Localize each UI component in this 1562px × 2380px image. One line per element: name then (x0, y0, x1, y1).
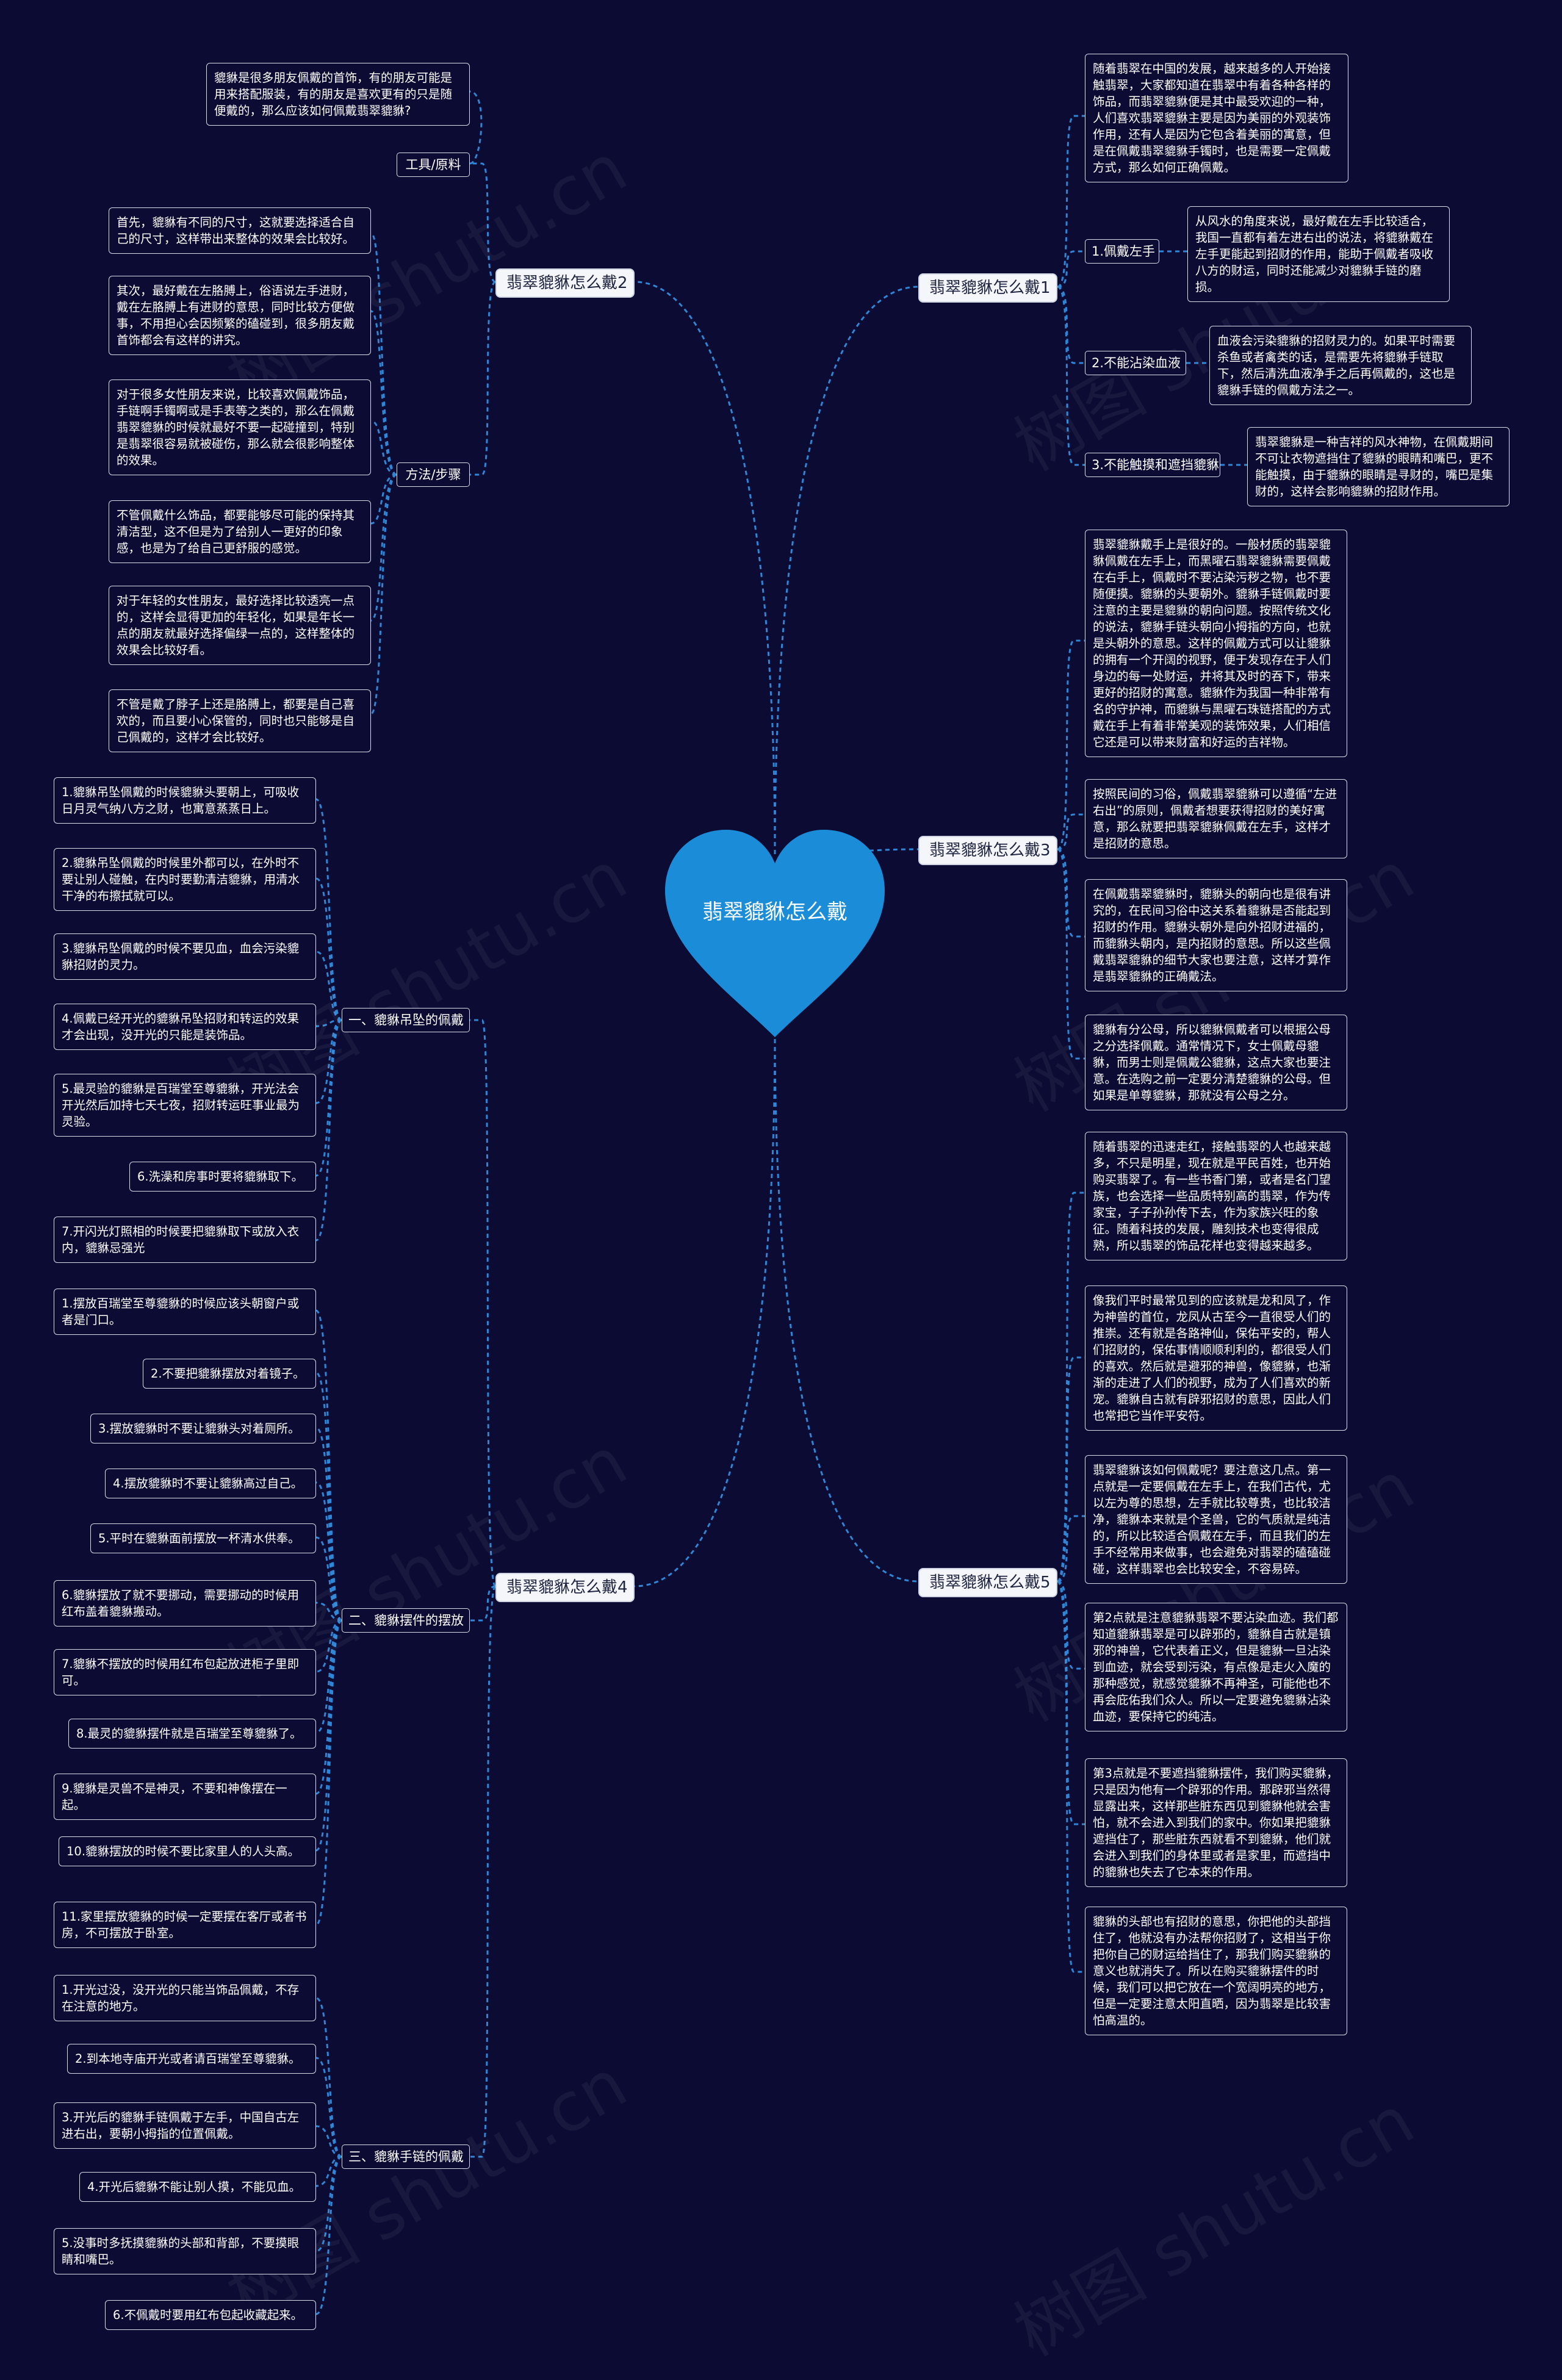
connector-line (315, 1997, 342, 2158)
connector-line (634, 281, 776, 855)
b4-s2-node: 11.家里摆放貔貅的时候一定要摆在客厅或者书房，不可摆放于卧室。 (54, 1902, 316, 1948)
watermark: 树图 shutu.cn (1001, 2080, 1427, 2371)
b3-item-node: 按照民间的习俗，佩戴翡翠貔貅可以遵循“左进右出”的原则，佩戴者想要获得招财的美好… (1085, 779, 1347, 858)
connector-line (1057, 813, 1085, 850)
center-topic: 翡翠貔貅怎么戴 (702, 900, 848, 924)
b4-s1-node: 3.貔貅吊坠佩戴的时候不要见血，血会污染貔貅招财的灵力。 (54, 933, 316, 980)
b4-s1-node: 7.开闪光灯照相的时候要把貔貅取下或放入衣内，貔貅忌强光 (54, 1217, 316, 1263)
b2-step-node: 不管是戴了脖子上还是胳膊上，都要是自己喜欢的，而且要小心保管的，同时也只能够是自… (109, 689, 371, 752)
b4-s2-node: 3.摆放貔貅时不要让貔貅头对着厕所。 (90, 1414, 316, 1443)
connector-line (1057, 250, 1085, 288)
connector-line (470, 281, 497, 476)
b1-left-hand-text: 从风水的角度来说，最好戴在左手比较适合，我国一直都有着左进右出的说法，将貔貅戴在… (1187, 206, 1450, 302)
b4-s3-label[interactable]: 三、貔貅手链的佩戴 (342, 2145, 470, 2169)
b5-item-node: 貔貅的头部也有招财的意思，你把他的头部挡住了，他就没有办法帮你招财了，这相当于你… (1085, 1907, 1347, 2035)
b4-s3-node: 2.到本地寺庙开光或者请百瑞堂至尊貔貅。 (67, 2044, 316, 2074)
b4-s1-node: 4.佩戴已经开光的貔貅吊坠招财和转运的效果才会出现，没开光的只能是装饰品。 (54, 1004, 316, 1050)
b4-s2-label[interactable]: 二、貔貅摆件的摆放 (342, 1608, 470, 1633)
b4-s3-node: 5.没事时多抚摸貔貅的头部和背部，不要摸眼睛和嘴巴。 (54, 2228, 316, 2274)
b2-step-node: 对于很多女性朋友来说，比较喜欢佩戴饰品，手链啊手镯啊或是手表等之类的，那么在佩戴… (109, 379, 371, 475)
b4-s2-node: 2.不要把貔貅摆放对着镜子。 (143, 1359, 316, 1389)
connector-line (470, 1585, 497, 2158)
connector-line (774, 1030, 919, 1583)
connector-line (1057, 1356, 1085, 1583)
b5-item-node: 翡翠貔貅该如何佩戴呢？要注意这几点。第一点就是一定要佩戴在左手上，在我们古代，尤… (1085, 1455, 1347, 1584)
b2-tools-text: 貔貅是很多朋友佩戴的首饰，有的朋友可能是用来搭配服装，有的朋友是喜欢更有的只是随… (206, 63, 470, 126)
b2-tools-label[interactable]: 工具/原料 (397, 153, 470, 177)
connector-line (1057, 115, 1085, 288)
connector-line (315, 2125, 342, 2158)
b1-label-no-blood[interactable]: 2.不能沾染血液 (1085, 351, 1186, 375)
b4-s3-node: 3.开光后的貔貅手链佩戴于左手，中国自古左进右出，要朝小拇指的位置佩戴。 (54, 2102, 316, 2149)
connector-line (1057, 286, 1085, 364)
b4-s1-node: 5.最灵验的貔貅是百瑞堂至尊貔貅，开光法会开光然后加持七天七夜，招财转运旺事业最… (54, 1074, 316, 1137)
b4-s3-node: 4.开光后貔貅不能让别人摸，不能见血。 (79, 2172, 316, 2202)
b4-s2-node: 8.最灵的貔貅摆件就是百瑞堂至尊貔貅了。 (68, 1719, 316, 1749)
b2-step-node: 不管佩戴什么饰品，都要能够尽可能的保持其清洁型，这不但是为了给别人一更好的印象感… (109, 500, 371, 563)
b2-step-node: 首先，貔貅有不同的尺寸，这就要选择适合自己的尺寸，这样带出来整体的效果会比较好。 (109, 207, 371, 254)
b4-s2-node: 6.貔貅摆放了就不要挪动，需要挪动的时候用红布盖着貔貅搬动。 (54, 1580, 316, 1627)
b2-step-node: 其次，最好戴在左胳膊上，俗语说左手进财，戴在左胳膊上有进财的意思，同时比较方便做… (109, 276, 371, 355)
b1-label-no-cover[interactable]: 3.不能触摸和遮挡貔貅 (1085, 453, 1220, 477)
b4-s2-node: 7.貔貅不摆放的时候用红布包起放进柜子里即可。 (54, 1649, 316, 1695)
b2-steps-label[interactable]: 方法/步骤 (397, 462, 470, 487)
b2-step-node: 对于年轻的女性朋友，最好选择比较透亮一点的，这样会显得更加的年轻化，如果是年长一… (109, 586, 371, 665)
branch-3[interactable]: 翡翠貔貅怎么戴3 (918, 836, 1057, 865)
b4-s3-node: 6.不佩戴时要用红布包起收藏起来。 (105, 2300, 316, 2330)
b3-item-node: 在佩戴翡翠貔貅时，貔貅头的朝向也是很有讲究的，在民间习俗中这关系着貔貅是否能起到… (1085, 879, 1347, 991)
connector-line (470, 1585, 496, 1622)
connector-line (370, 473, 397, 715)
center-heart[interactable] (659, 827, 891, 1046)
branch-2[interactable]: 翡翠貔貅怎么戴2 (495, 268, 635, 298)
b4-s3-node: 1.开光过没，没开光的只能当饰品佩戴，不存在注意的地方。 (54, 1975, 316, 2021)
b5-item-node: 第2点就是注意貔貅翡翠不要沾染血迹。我们都知道貔貅翡翠是可以辟邪的，貔貅自古就是… (1085, 1603, 1347, 1731)
b1-no-blood-text: 血液会污染貔貅的招财灵力的。如果平时需要杀鱼或者禽类的话，是需要先将貔貅手链取下… (1209, 326, 1472, 405)
connector-line (370, 420, 397, 476)
b4-s2-node: 9.貔貅是灵兽不是神灵，不要和神像摆在一起。 (54, 1774, 316, 1820)
b4-s2-node: 5.平时在貔貅面前摆放一杯清水供奉。 (90, 1523, 316, 1553)
b5-item-node: 像我们平时最常见到的应该就是龙和凤了，作为神兽的首位，龙凤从古至今一直很受人们的… (1085, 1285, 1347, 1431)
connector-line (469, 90, 483, 165)
b4-s2-node: 10.貔貅摆放的时候不要比家里人的人头高。 (59, 1836, 316, 1866)
b5-item-node: 随着翡翠的迅速走红，接触翡翠的人也越来越多，不只是明星，现在就是平民百姓，也开始… (1085, 1132, 1347, 1260)
connector-line (1057, 848, 1085, 938)
b4-s1-node: 2.貔貅吊坠佩戴的时候里外都可以，在外时不要让别人碰触，在内时要勤清洁貔貅，用清… (54, 848, 316, 911)
b3-item-node: 翡翠貔貅戴手上是很好的。一般材质的翡翠貔貅佩戴在左手上，而黑曜石翡翠貔貅需要佩戴… (1085, 530, 1347, 757)
b1-intro: 随着翡翠在中国的发展，越来越多的人开始接触翡翠，大家都知道在翡翠中有着各种各样的… (1085, 54, 1348, 182)
connector-line (1057, 639, 1085, 850)
b4-s2-node: 4.摆放貔貅时不要让貔貅高过自己。 (105, 1469, 316, 1498)
connector-line (370, 473, 397, 525)
b1-label-left-hand[interactable]: 1.佩戴左手 (1085, 239, 1159, 264)
b5-item-node: 第3点就是不要遮挡貔貅摆件，我们购买貔貅，只是因为他有一个辟邪的作用。那辟邪当然… (1085, 1758, 1347, 1887)
connector-line (370, 473, 397, 622)
connector-line (315, 2057, 342, 2158)
b4-s2-node: 1.摆放百瑞堂至尊貔貅的时候应该头朝窗户或者是门口。 (54, 1289, 316, 1335)
b3-item-node: 貔貅有分公母，所以貔貅佩戴者可以根据公母之分选择佩戴。通常情况下，女士佩戴母貔貅… (1085, 1015, 1347, 1110)
branch-5[interactable]: 翡翠貔貅怎么戴5 (918, 1568, 1057, 1597)
connector-line (774, 286, 919, 855)
branch-1[interactable]: 翡翠貔貅怎么戴1 (918, 273, 1057, 303)
connector-line (1056, 1192, 1085, 1583)
b4-s1-label[interactable]: 一、貔貅吊坠的佩戴 (342, 1008, 470, 1032)
b4-s1-node: 6.洗澡和房事时要将貔貅取下。 (129, 1162, 316, 1192)
connector-line (1057, 1515, 1085, 1583)
branch-4[interactable]: 翡翠貔貅怎么戴4 (495, 1573, 635, 1602)
b4-s1-node: 1.貔貅吊坠佩戴的时候貔貅头要朝上，可吸收日月灵气纳八方之财，也寓意蒸蒸日上。 (54, 777, 316, 824)
b1-no-cover-text: 翡翠貔貅是一种吉祥的风水神物，在佩戴期间不可让衣物遮挡住了貔貅的眼睛和嘴巴，更不… (1247, 427, 1510, 506)
connector-line (634, 1030, 776, 1587)
